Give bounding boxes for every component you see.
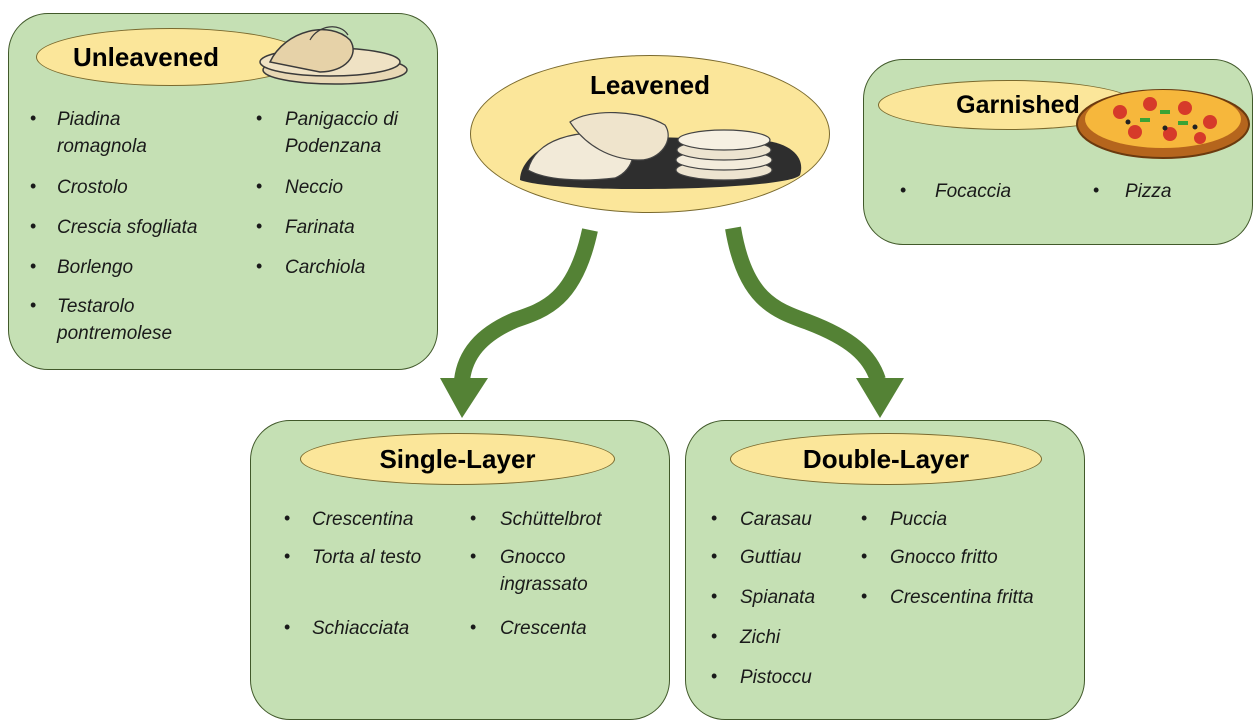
list-item: Crescentina fritta [890, 584, 1034, 611]
list-item: Pistoccu [740, 664, 812, 691]
list-item: Torta al testo [312, 544, 421, 571]
list-item: Schiacciata [312, 615, 409, 642]
single-layer-title-pill: Single-Layer [300, 433, 615, 485]
double-layer-title-pill: Double-Layer [730, 433, 1042, 485]
list-item: Pizza [1125, 178, 1171, 205]
list-item: Gnocco fritto [890, 544, 998, 571]
list-item: Schüttelbrot [500, 506, 601, 533]
list-item: Focaccia [935, 178, 1011, 205]
double-layer-title: Double-Layer [803, 444, 969, 475]
list-item: Spianata [740, 584, 815, 611]
list-item: Puccia [890, 506, 947, 533]
list-item: Zichi [740, 624, 780, 651]
list-item: Crescentina [312, 506, 413, 533]
list-item: Carasau [740, 506, 812, 533]
single-layer-title: Single-Layer [379, 444, 535, 475]
list-item: Crescenta [500, 615, 587, 642]
list-item: Guttiau [740, 544, 801, 571]
list-item: Gnocco ingrassato [500, 544, 588, 598]
